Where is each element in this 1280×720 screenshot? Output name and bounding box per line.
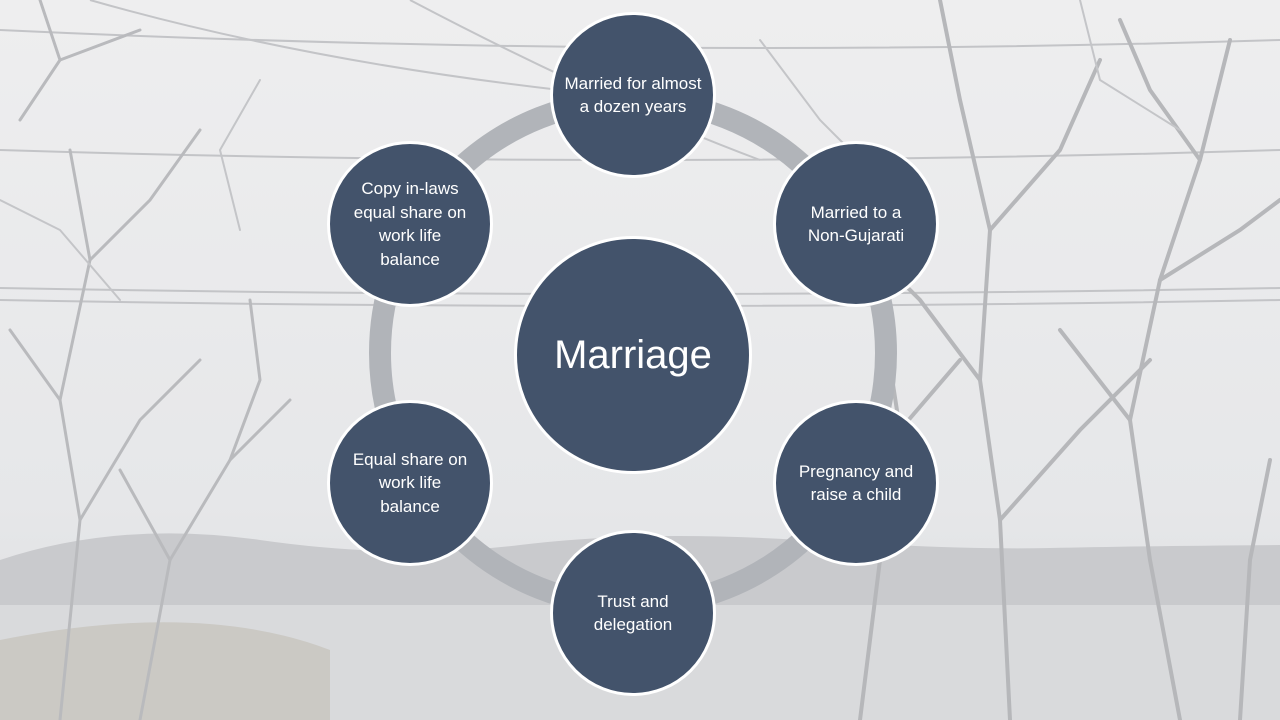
node-married-dozen-years: Married for almost a dozen years [550, 12, 716, 178]
center-node: Marriage [514, 236, 752, 474]
node-label: Pregnancy and raise a child [798, 461, 914, 505]
node-label: Married for almost a dozen years [564, 73, 702, 117]
node-label: Equal share on work life balance [352, 449, 468, 516]
node-non-gujarati: Married to a Non-Gujarati [773, 141, 939, 307]
node-label: Married to a Non-Gujarati [807, 202, 905, 246]
node-equal-share: Equal share on work life balance [327, 400, 493, 566]
node-label: Trust and delegation [593, 591, 673, 635]
node-copy-in-laws: Copy in-laws equal share on work life ba… [327, 141, 493, 307]
center-label: Marriage [554, 333, 712, 377]
node-trust-delegation: Trust and delegation [550, 530, 716, 696]
node-label: Copy in-laws equal share on work life ba… [353, 179, 467, 269]
node-pregnancy: Pregnancy and raise a child [773, 400, 939, 566]
